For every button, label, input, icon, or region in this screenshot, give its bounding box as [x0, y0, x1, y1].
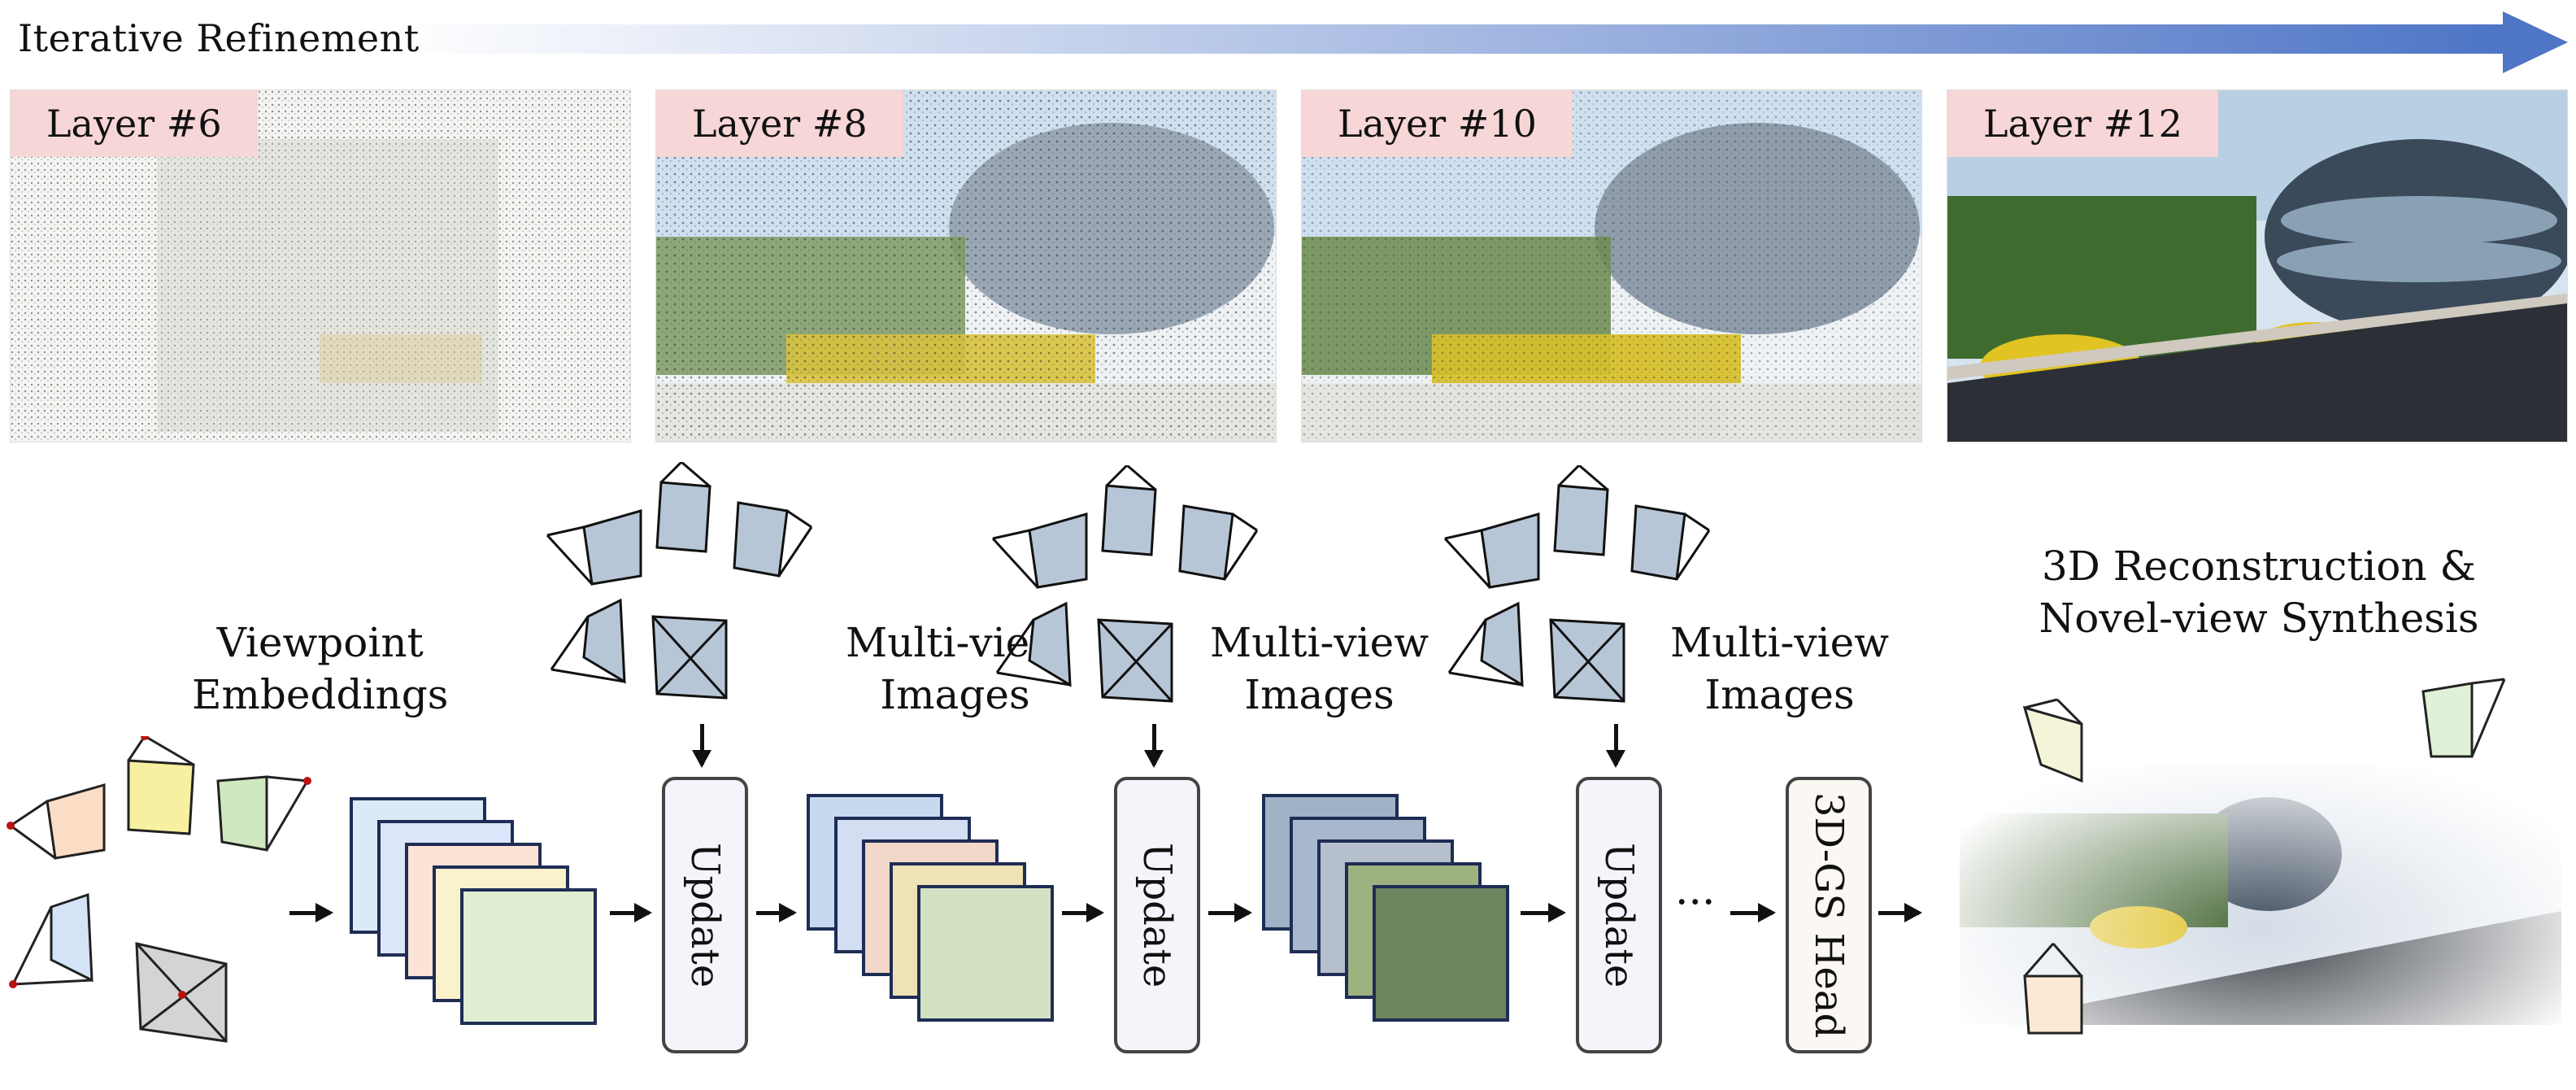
- update-label: Update: [1134, 842, 1180, 988]
- multiview-label-line: Images: [1704, 671, 1855, 718]
- flow-arrow: [1521, 903, 1566, 922]
- multiview-camera-cluster-2: [991, 465, 1259, 703]
- panel-label: Layer #12: [1947, 90, 2218, 157]
- flow-arrow: [1878, 903, 1922, 922]
- panel-label: Layer #8: [656, 90, 903, 157]
- update-block-2: Update: [1114, 777, 1200, 1053]
- viewpoint-camera-glyphs: [7, 736, 311, 1043]
- multiview-label-line: Multi-view: [1210, 619, 1429, 666]
- panel-label: Layer #10: [1302, 90, 1573, 157]
- refinement-arrow-shaft: [390, 24, 2504, 54]
- gs-head-block: 3D-GS Head: [1786, 777, 1872, 1053]
- flow-arrow: [1730, 903, 1776, 922]
- render-panel-layer-12: Layer #12: [1947, 89, 2568, 443]
- gs-head-label: 3D-GS Head: [1806, 791, 1852, 1039]
- multiview-label-line: Images: [1244, 671, 1395, 718]
- novel-view-reconstruction-image: [1960, 678, 2561, 1049]
- final-render-image: [1947, 90, 2567, 442]
- multiview-input-arrow-1: [692, 724, 711, 768]
- flow-arrow: [1208, 903, 1252, 922]
- partial-render-image: [656, 90, 1276, 442]
- iterative-refinement-title: Iterative Refinement: [18, 16, 420, 60]
- viewpoint-token-stack: [350, 797, 610, 1041]
- refined-token-stack-1: [807, 794, 1067, 1038]
- flow-arrow: [610, 903, 652, 922]
- multiview-label-2: Multi-view Images: [1210, 617, 1429, 721]
- token-card: [917, 885, 1054, 1022]
- output-label: 3D Reconstruction & Novel-view Synthesis: [2015, 540, 2503, 644]
- noisy-render-image: [11, 90, 630, 442]
- render-panel-layer-6: Layer #6: [10, 89, 631, 443]
- multiview-input-arrow-3: [1606, 724, 1625, 768]
- token-card: [460, 888, 597, 1025]
- output-label-line: 3D Reconstruction &: [2042, 543, 2476, 590]
- viewpoint-embeddings-label: Viewpoint Embeddings: [192, 617, 448, 721]
- refinement-arrow-head: [2503, 11, 2568, 73]
- render-panel-layer-8: Layer #8: [655, 89, 1277, 443]
- output-label-line: Novel-view Synthesis: [2039, 595, 2479, 642]
- render-panel-layer-10: Layer #10: [1301, 89, 1922, 443]
- refined-token-stack-2: [1262, 794, 1522, 1038]
- update-block-3: Update: [1576, 777, 1662, 1053]
- multiview-camera-cluster-3: [1443, 465, 1711, 703]
- multiview-label-3: Multi-view Images: [1670, 617, 1889, 721]
- multiview-input-arrow-2: [1144, 724, 1164, 768]
- flow-arrow: [1062, 903, 1104, 922]
- flow-arrow: [756, 903, 797, 922]
- multiview-label-line: Images: [880, 671, 1030, 718]
- update-block-1: Update: [662, 777, 748, 1053]
- update-label: Update: [682, 842, 728, 988]
- multiview-label-line: Multi-view: [1670, 619, 1889, 666]
- token-card: [1373, 885, 1509, 1022]
- viewpoint-label-line: Viewpoint: [216, 619, 424, 666]
- flow-arrow: [289, 903, 333, 922]
- multiview-camera-cluster-1: [546, 462, 813, 700]
- panel-label: Layer #6: [11, 90, 258, 157]
- ellipsis: ···: [1675, 879, 1716, 927]
- update-label: Update: [1596, 842, 1642, 988]
- viewpoint-label-line: Embeddings: [192, 671, 449, 718]
